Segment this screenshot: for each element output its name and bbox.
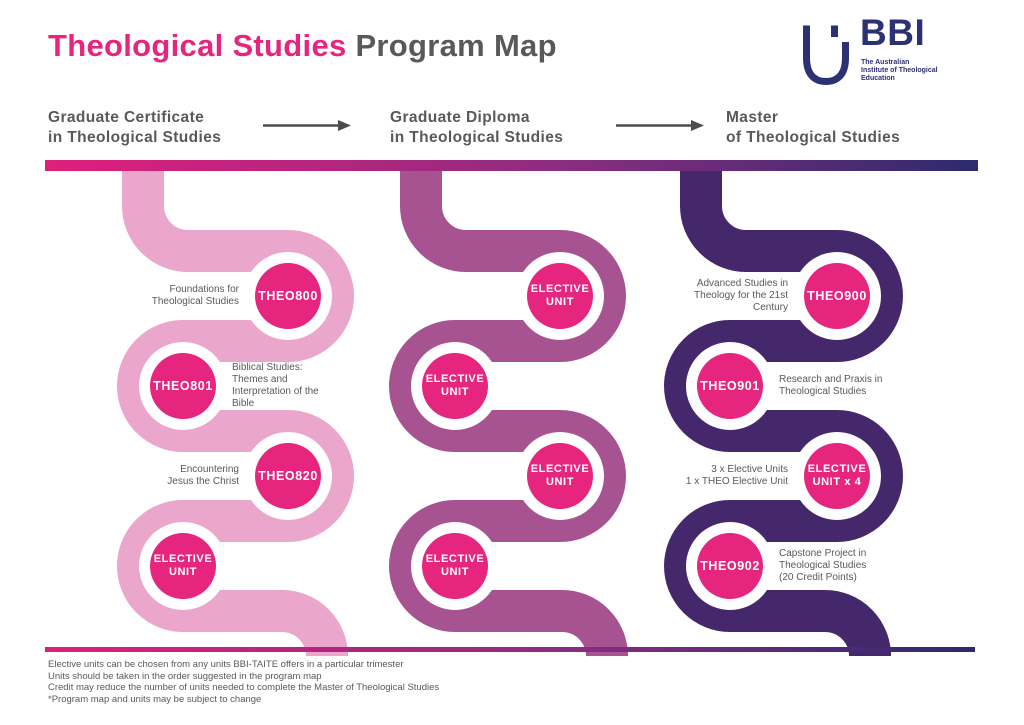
- title-rest: Program Map: [346, 28, 557, 63]
- column-heading-diploma: Graduate Diploma in Theological Studies: [390, 109, 564, 146]
- column-heading-master: Master of Theological Studies: [726, 109, 901, 146]
- unit-node: THEO901: [697, 353, 763, 419]
- unit-node: ELECTIVE UNIT x 4: [804, 443, 870, 509]
- unit-side-label: Biblical Studies: Themes and Interpretat…: [232, 362, 319, 409]
- bbi-logo: BBI The Australian Institute of Theologi…: [803, 12, 1003, 90]
- footnote-line: *Program map and units may be subject to…: [48, 693, 262, 705]
- unit-side-label: 3 x Elective Units 1 x THEO Elective Uni…: [685, 464, 788, 487]
- page-title: Theological Studies Program Map: [48, 28, 557, 64]
- unit-side-label: Encountering Jesus the Christ: [167, 464, 239, 487]
- unit-node: THEO800: [255, 263, 321, 329]
- unit-node: ELECTIVE UNIT: [422, 533, 488, 599]
- serpentine-path: [117, 160, 354, 658]
- flow-arrow-icon: [616, 120, 704, 131]
- unit-side-label: Foundations for Theological Studies: [151, 284, 239, 307]
- footnote-line: Elective units can be chosen from any un…: [48, 659, 404, 670]
- flow-arrow-icon: [263, 120, 351, 131]
- unit-node: THEO900: [804, 263, 870, 329]
- bbi-logo-text: BBI: [860, 12, 926, 53]
- unit-node: ELECTIVE UNIT: [527, 263, 593, 329]
- bottom-gradient-bar: [45, 647, 975, 652]
- unit-node: ELECTIVE UNIT: [150, 533, 216, 599]
- column-heading-certificate: Graduate Certificate in Theological Stud…: [48, 109, 222, 146]
- unit-node: THEO902: [697, 533, 763, 599]
- unit-node: THEO801: [150, 353, 216, 419]
- bbi-shield-icon: [803, 25, 849, 85]
- bbi-tagline: The Australian Institute of Theological …: [861, 59, 938, 82]
- unit-node: ELECTIVE UNIT: [422, 353, 488, 419]
- title-highlight: Theological Studies: [48, 28, 347, 63]
- footnotes: Elective units can be chosen from any un…: [48, 659, 439, 705]
- serpentine-path: [389, 160, 628, 658]
- footnote-line: Units should be taken in the order sugge…: [48, 670, 322, 682]
- unit-node: THEO820: [255, 443, 321, 509]
- unit-side-label: Advanced Studies in Theology for the 21s…: [694, 278, 788, 313]
- unit-side-label: Research and Praxis in Theological Studi…: [779, 374, 883, 397]
- serpentine-path: [664, 160, 903, 658]
- footnote-line: Credit may reduce the number of units ne…: [48, 682, 440, 693]
- top-gradient-bar: [45, 160, 978, 171]
- unit-side-label: Capstone Project in Theological Studies …: [779, 548, 867, 583]
- unit-node: ELECTIVE UNIT: [527, 443, 593, 509]
